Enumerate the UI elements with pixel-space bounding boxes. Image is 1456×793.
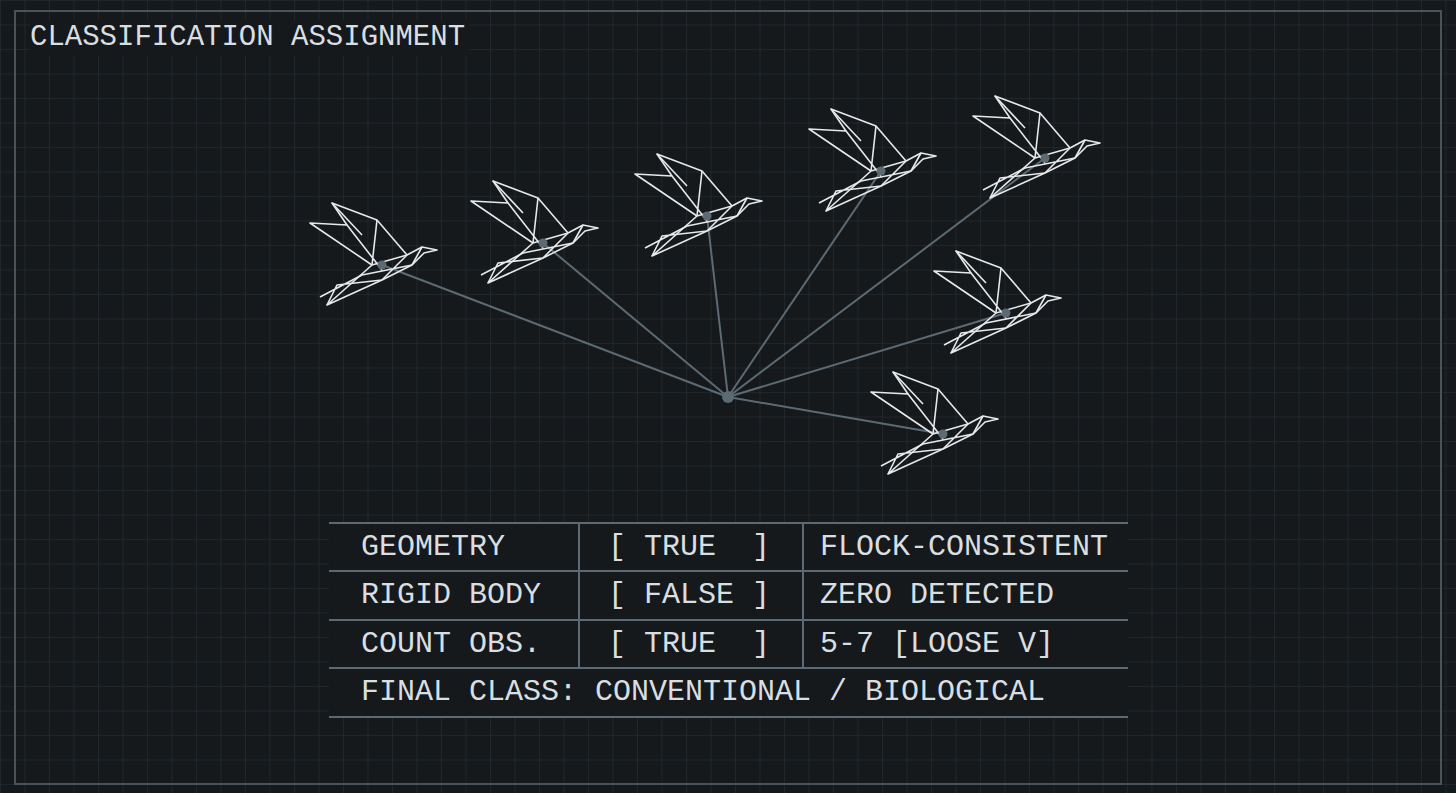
table-status: [ TRUE ] bbox=[608, 627, 770, 661]
final-class: FINAL CLASS: CONVENTIONAL / BIOLOGICAL bbox=[361, 675, 1045, 709]
table-row-label: RIGID BODY bbox=[361, 578, 541, 612]
table-row-label: COUNT OBS. bbox=[361, 627, 541, 661]
table-row-label: GEOMETRY bbox=[361, 530, 505, 564]
table-note: 5-7 [LOOSE V] bbox=[820, 627, 1054, 661]
page-title: CLASSIFICATION ASSIGNMENT bbox=[30, 20, 469, 56]
table-status: [ TRUE ] bbox=[608, 530, 770, 564]
table-status: [ FALSE ] bbox=[608, 578, 770, 612]
table-note: ZERO DETECTED bbox=[820, 578, 1054, 612]
table-note: FLOCK-CONSISTENT bbox=[820, 530, 1108, 564]
